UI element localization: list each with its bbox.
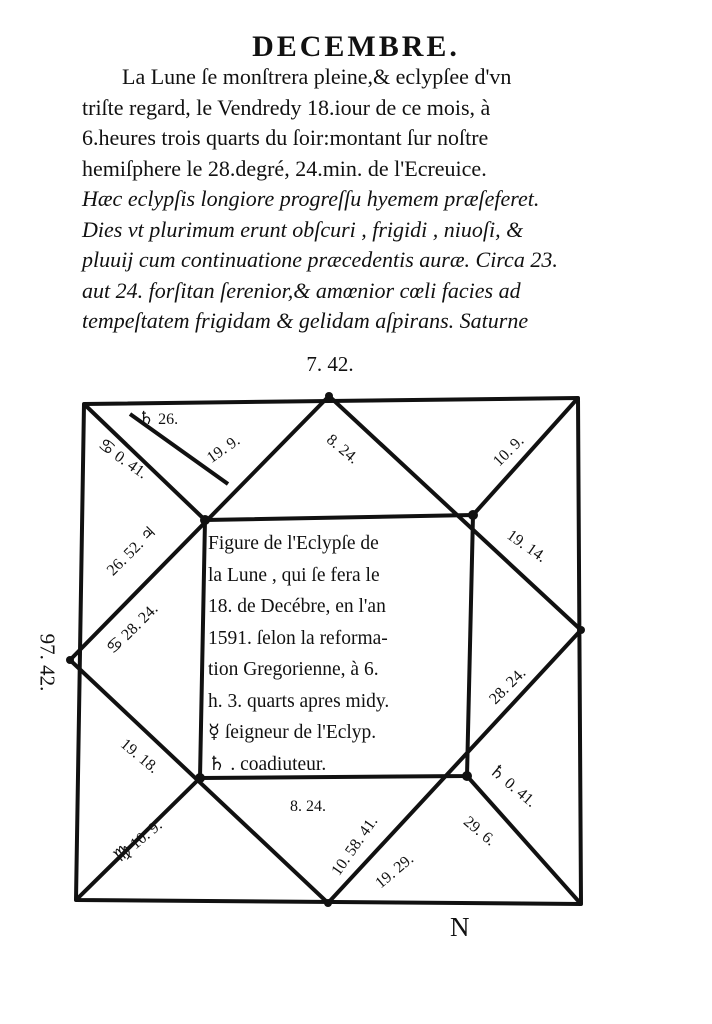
house-degree: 8. 24.: [290, 798, 326, 815]
page-heading: DECEMBRE.: [252, 30, 460, 63]
paragraph-line: hemiſphere le 28.degré, 24.min. de l'Ecr…: [82, 155, 487, 181]
caption-line: tion Gregorienne, à 6.: [208, 659, 379, 680]
paragraph-line-latin: Dies vt plurimum erunt obſcuri , frigidi…: [82, 216, 524, 242]
chart-diagonal-tl: [82, 402, 207, 522]
caption-line: 1591. ſelon la reforma-: [208, 627, 388, 649]
caption-line: ♄ . coadiuteur.: [208, 753, 327, 775]
paragraph-line-latin: Hæc eclypſis longiore progreſſu hyemem p…: [82, 186, 540, 211]
paragraph-line: triſte regard, le Vendredy 18.iour de ce…: [82, 94, 491, 120]
house-12: 8. 24.: [290, 795, 326, 816]
figure-caption: Figure de l'Eclypſe de la Lune , qui ſe …: [208, 528, 470, 780]
chart-node: [200, 515, 210, 525]
chart-diagonal-br: [465, 774, 583, 906]
chart-diagonal-bl: [74, 776, 202, 902]
caption-line: Figure de l'Eclypſe de: [208, 533, 379, 554]
caption-line: 18. de Decébre, en l'an: [208, 596, 386, 617]
chart-node: [324, 899, 332, 907]
house-degree: 26.: [158, 411, 179, 428]
chart-node: [462, 771, 472, 781]
planet-glyph: ♄: [138, 408, 155, 429]
caption-line: h. 3. quarts apres midy.: [208, 690, 390, 712]
paragraph-line-latin: pluuij cum continuatione præcedentis aur…: [82, 247, 558, 272]
paragraph-line: 6.heures trois quarts du ſoir:montant ſu…: [82, 125, 489, 150]
chart-node: [468, 510, 478, 520]
paragraph-line: La Lune ſe monſtrera pleine,& eclypſee d…: [122, 64, 512, 89]
chart-node: [195, 773, 205, 783]
chart-node: [577, 626, 585, 634]
figure-top-label: 7. 42.: [306, 352, 354, 376]
chart-diagonal-tr: [471, 396, 580, 517]
caption-line: la Lune , qui ſe fera le: [208, 564, 380, 586]
chart-house-line: [128, 412, 230, 486]
figure-north-label: N: [450, 912, 470, 942]
caption-line: ☿ ſeigneur de l'Eclyp.: [208, 722, 377, 743]
chart-node: [66, 656, 74, 664]
paragraph: La Lune ſe monſtrera pleine,& eclypſee d…: [82, 62, 602, 337]
paragraph-line-latin: tempeſtatem frigidam & gelidam aſpirans.…: [82, 308, 529, 333]
chart-node: [325, 392, 333, 400]
paragraph-line-latin: aut 24. forſitan ſerenior,& amœnior cœli…: [82, 277, 521, 303]
house-1: ♄ 26.: [138, 408, 178, 429]
